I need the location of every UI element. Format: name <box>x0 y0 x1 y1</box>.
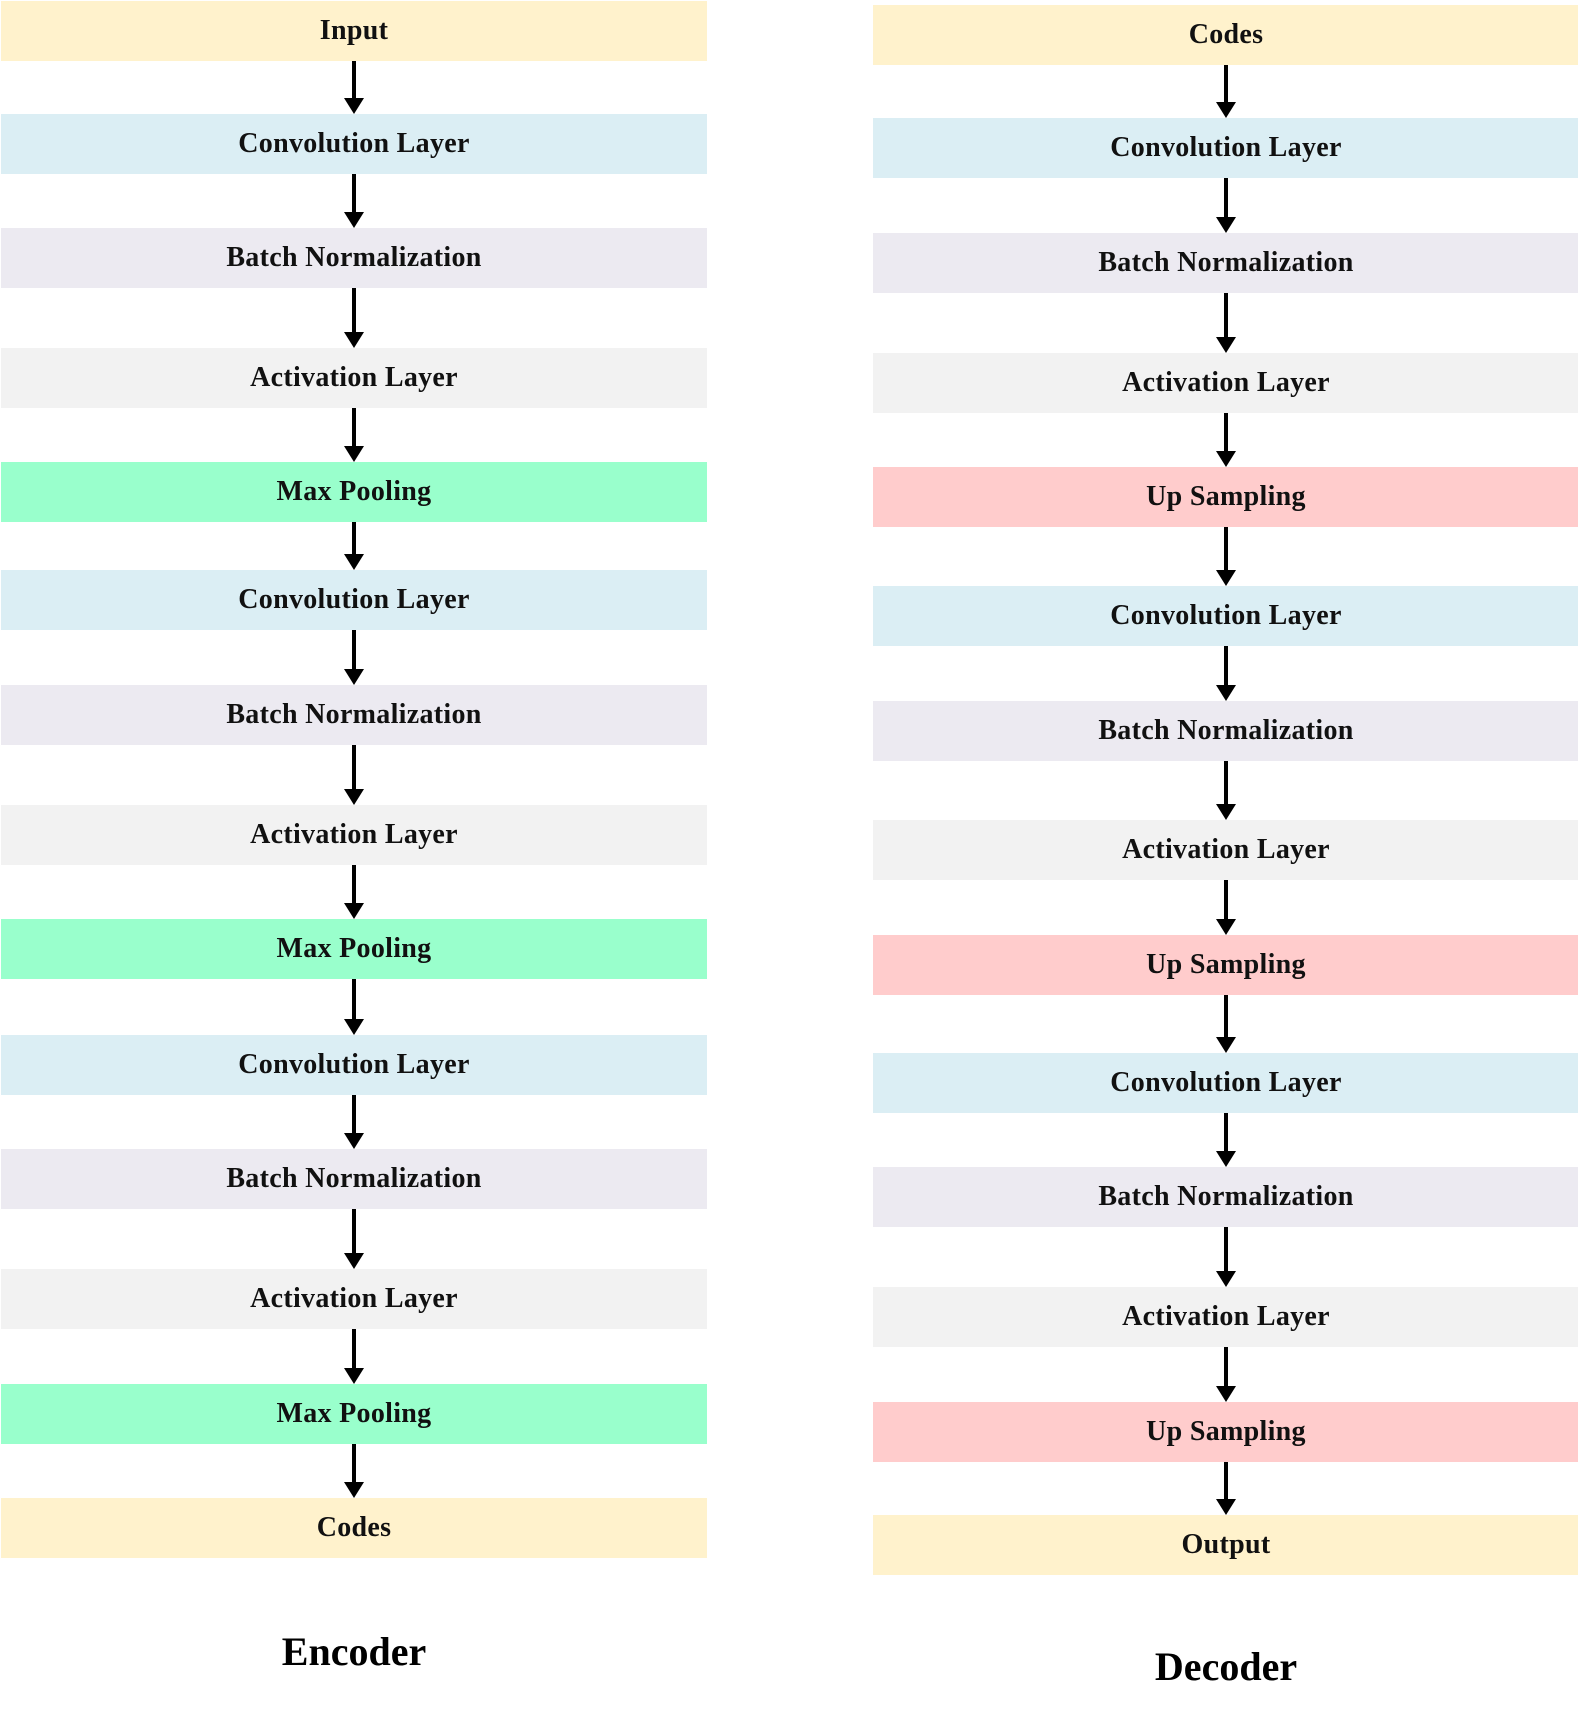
encoder-flow-arrow-icon <box>344 61 364 114</box>
encoder-block-batch-normalization: Batch Normalization <box>1 1149 707 1209</box>
decoder-flow-arrow-icon <box>1216 1462 1236 1515</box>
encoder-flow-arrow-icon <box>344 288 364 348</box>
decoder-block-convolution-layer: Convolution Layer <box>873 118 1578 178</box>
decoder-block-activation-layer: Activation Layer <box>873 353 1578 413</box>
decoder-flow-arrow-icon <box>1216 65 1236 118</box>
decoder-block-output: Output <box>873 1515 1578 1575</box>
encoder-flow-arrow-icon <box>344 745 364 805</box>
encoder-flow-arrow-icon <box>344 979 364 1035</box>
decoder-flow-arrow-icon <box>1216 995 1236 1053</box>
decoder-flow-arrow-icon <box>1216 527 1236 586</box>
decoder-block-convolution-layer: Convolution Layer <box>873 586 1578 646</box>
decoder-flow-arrow-icon <box>1216 1227 1236 1287</box>
decoder-block-batch-normalization: Batch Normalization <box>873 1167 1578 1227</box>
decoder-block-batch-normalization: Batch Normalization <box>873 701 1578 761</box>
encoder-block-convolution-layer: Convolution Layer <box>1 1035 707 1095</box>
encoder-flow-arrow-icon <box>344 1329 364 1384</box>
decoder-flow-arrow-icon <box>1216 178 1236 233</box>
decoder-flow-arrow-icon <box>1216 880 1236 935</box>
decoder-flow-arrow-icon <box>1216 761 1236 820</box>
encoder-block-codes: Codes <box>1 1498 707 1558</box>
encoder-flow-arrow-icon <box>344 1444 364 1498</box>
decoder-flow-arrow-icon <box>1216 1113 1236 1167</box>
decoder-block-codes: Codes <box>873 5 1578 65</box>
decoder-flow-arrow-icon <box>1216 646 1236 701</box>
decoder-flow-arrow-icon <box>1216 293 1236 353</box>
decoder-block-activation-layer: Activation Layer <box>873 820 1578 880</box>
encoder-block-max-pooling: Max Pooling <box>1 462 707 522</box>
encoder-flow-arrow-icon <box>344 630 364 685</box>
encoder-flow-arrow-icon <box>344 174 364 228</box>
encoder-block-activation-layer: Activation Layer <box>1 348 707 408</box>
encoder-flow-arrow-icon <box>344 865 364 919</box>
encoder-flow-arrow-icon <box>344 1209 364 1269</box>
decoder-block-activation-layer: Activation Layer <box>873 1287 1578 1347</box>
encoder-block-batch-normalization: Batch Normalization <box>1 685 707 745</box>
encoder-block-batch-normalization: Batch Normalization <box>1 228 707 288</box>
decoder-flow-arrow-icon <box>1216 1347 1236 1402</box>
encoder-caption: Encoder <box>281 1629 427 1674</box>
decoder-block-up-sampling: Up Sampling <box>873 1402 1578 1462</box>
decoder-block-convolution-layer: Convolution Layer <box>873 1053 1578 1113</box>
encoder-flow-arrow-icon <box>344 522 364 570</box>
encoder-block-max-pooling: Max Pooling <box>1 1384 707 1444</box>
decoder-block-up-sampling: Up Sampling <box>873 935 1578 995</box>
encoder-flow-arrow-icon <box>344 408 364 462</box>
encoder-flow-arrow-icon <box>344 1095 364 1149</box>
decoder-block-up-sampling: Up Sampling <box>873 467 1578 527</box>
decoder-block-batch-normalization: Batch Normalization <box>873 233 1578 293</box>
encoder-block-activation-layer: Activation Layer <box>1 805 707 865</box>
encoder-block-input: Input <box>1 1 707 61</box>
encoder-block-activation-layer: Activation Layer <box>1 1269 707 1329</box>
decoder-caption: Decoder <box>1154 1644 1298 1689</box>
encoder-block-max-pooling: Max Pooling <box>1 919 707 979</box>
encoder-block-convolution-layer: Convolution Layer <box>1 570 707 630</box>
encoder-block-convolution-layer: Convolution Layer <box>1 114 707 174</box>
decoder-flow-arrow-icon <box>1216 413 1236 467</box>
